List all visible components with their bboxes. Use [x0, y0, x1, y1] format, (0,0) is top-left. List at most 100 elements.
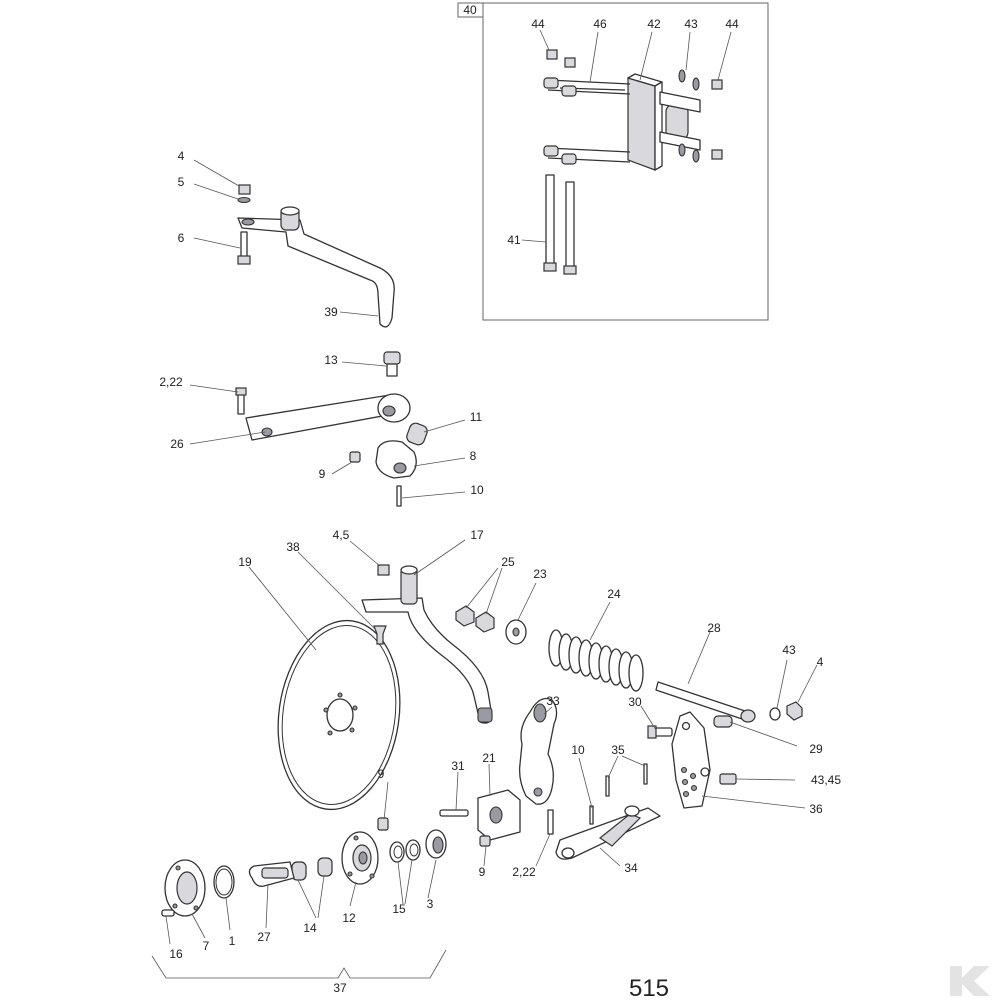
u-bolt-upper — [547, 79, 631, 95]
pin-10 — [589, 805, 594, 825]
callout-10: 10 — [571, 743, 585, 757]
bracket-plate-hole — [680, 766, 688, 774]
callout-44: 44 — [725, 17, 739, 31]
callout-41: 41 — [507, 233, 521, 247]
u-bolt-upper-end — [543, 77, 559, 89]
ring-15-inner — [393, 845, 403, 859]
upper-arm-assembly: 4 5 6 39 — [178, 149, 395, 328]
callout-26: 26 — [170, 437, 184, 451]
bracket-plate-36 — [671, 711, 711, 809]
callout-37: 37 — [333, 981, 347, 995]
bolt-6-head — [237, 255, 251, 265]
nut-25 — [475, 611, 495, 633]
callout-2-22: 2,22 — [159, 375, 183, 389]
bracket-plate-hole — [681, 778, 689, 786]
upper-arm-slot — [241, 218, 255, 226]
bolt-13 — [383, 351, 401, 365]
washer-5 — [237, 196, 251, 204]
callout-35: 35 — [611, 743, 625, 757]
nut — [711, 79, 723, 90]
upper-arm-pin-top — [280, 206, 300, 216]
callout-2-22: 2,22 — [512, 865, 536, 879]
bolt-2-22 — [237, 393, 245, 415]
callout-39: 39 — [324, 305, 338, 319]
disc-assembly: 4,5 17 38 19 — [238, 528, 493, 811]
callout-4: 4 — [178, 149, 185, 163]
long-bolt-head — [543, 262, 557, 272]
cam-plate-33 — [518, 697, 558, 805]
callout-4: 4 — [817, 655, 824, 669]
inset-assembly-40: 40 44 46 42 43 — [457, 2, 769, 321]
pin-35 — [643, 763, 648, 785]
callout-43: 43 — [782, 643, 796, 657]
nut — [564, 57, 576, 68]
group-bracket-37 — [151, 949, 447, 979]
sleeve-29 — [713, 715, 733, 728]
u-bolt-lower-end2 — [561, 153, 577, 165]
disc-bolt-hole — [352, 705, 358, 711]
callout-38: 38 — [286, 540, 300, 554]
callout-27: 27 — [257, 930, 271, 944]
bolt-30-head — [647, 725, 657, 739]
callout-7: 7 — [203, 939, 210, 953]
bearing-14 — [317, 857, 333, 877]
lower-arm-pin-top — [400, 565, 418, 575]
screw-16 — [161, 909, 175, 917]
callout-10: 10 — [470, 483, 484, 497]
callout-43-45: 43,45 — [811, 773, 841, 787]
callout-17: 17 — [470, 528, 484, 542]
disc-19-center — [326, 698, 354, 732]
washer — [678, 143, 686, 157]
pin-11 — [406, 422, 428, 446]
callout-34: 34 — [624, 861, 638, 875]
callout-46: 46 — [593, 17, 607, 31]
callout-36: 36 — [809, 802, 823, 816]
nut-4 — [238, 184, 251, 195]
bolt-43-45 — [719, 773, 737, 785]
callout-43: 43 — [684, 17, 698, 31]
callout-14: 14 — [303, 921, 317, 935]
washer — [692, 77, 700, 91]
bolt-38 — [373, 625, 387, 645]
bolt-2-22-head — [235, 387, 247, 396]
inset-frame — [482, 2, 769, 321]
dust-cap-hole — [172, 903, 178, 909]
bracket-plate-top-hole — [681, 721, 691, 731]
bracket-plate-hole — [690, 784, 698, 792]
nut — [546, 49, 558, 60]
callout-31: 31 — [451, 759, 465, 773]
bolt-13-shank — [386, 363, 398, 377]
hub-12-stud — [347, 871, 353, 877]
callout-23: 23 — [533, 567, 547, 581]
nut-4-5 — [377, 564, 390, 576]
callout-33: 33 — [546, 694, 560, 708]
nut-4 — [786, 701, 803, 721]
disc-bolt-hole — [349, 727, 355, 733]
callout-13: 13 — [324, 353, 338, 367]
bracket-plate-hole — [682, 790, 690, 798]
callout-21: 21 — [482, 751, 496, 765]
o-ring-1-inner — [215, 868, 233, 896]
hub-12-bore — [358, 851, 368, 865]
grease-nipple-9 — [349, 451, 361, 463]
linkage-assembly: 33 30 29 10 35 43,45 36 9 31 21 9 2,22 3… — [378, 694, 842, 879]
callout-9: 9 — [319, 467, 326, 481]
o-ring-1 — [213, 865, 235, 899]
dust-cap-7-boss — [176, 871, 198, 905]
hub-8-bore — [393, 462, 407, 474]
dust-cap-hole — [193, 905, 199, 911]
lever-34-pivot — [561, 847, 575, 859]
dust-cap-hole — [175, 865, 181, 871]
lever-34-pin — [624, 805, 640, 817]
disc-bolt-hole — [323, 707, 329, 713]
callout-19: 19 — [238, 555, 252, 569]
long-bolt — [545, 174, 555, 268]
ring-15-inner — [409, 843, 419, 857]
nut — [711, 149, 723, 160]
callout-5: 5 — [178, 175, 185, 189]
roll-pin-10 — [396, 485, 402, 507]
u-bolt-upper-end2 — [561, 85, 577, 97]
callout-9: 9 — [479, 865, 486, 879]
callout-42: 42 — [647, 17, 661, 31]
spring-rod-assembly: 25 23 24 28 43 4 — [455, 555, 824, 723]
